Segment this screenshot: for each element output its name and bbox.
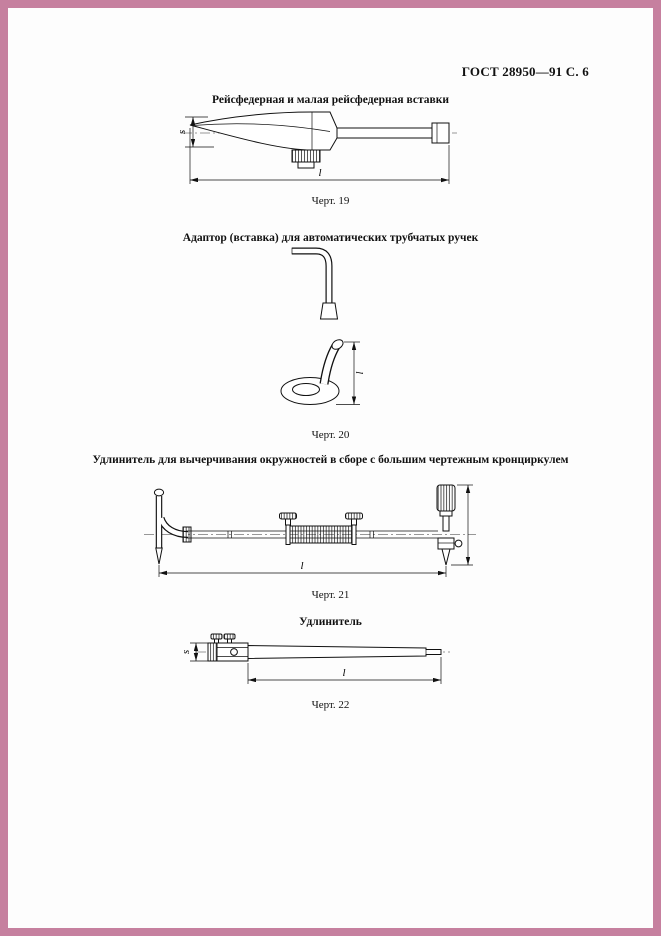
clamp-block bbox=[207, 633, 249, 662]
dim-label-l: l bbox=[354, 371, 366, 374]
adaptor-base-view bbox=[280, 339, 344, 405]
ruling-pen-insert-body bbox=[189, 111, 450, 169]
dim-label-l: l bbox=[300, 560, 303, 572]
figure-21-drawing: l bbox=[144, 484, 476, 577]
figure-19-title: Рейсфедерная и малая рейсфедерная вставк… bbox=[212, 94, 449, 106]
figure-21-title: Удлинитель для вычерчивания окружностей … bbox=[92, 454, 569, 466]
figure-19-drawing: s l bbox=[176, 111, 457, 184]
figure-21-caption: Черт. 21 bbox=[311, 589, 350, 601]
figure-20-drawing: l bbox=[280, 247, 366, 405]
adaptor-side-view bbox=[291, 247, 339, 320]
extension-rod bbox=[247, 644, 442, 660]
dim-label-l: l bbox=[318, 167, 321, 179]
document-page: ГОСТ 28950—91 С. 6 Рейсфедерная и малая … bbox=[8, 8, 653, 928]
dimension-l: l bbox=[158, 560, 447, 577]
needle-hook bbox=[153, 488, 192, 565]
page-header: ГОСТ 28950—91 С. 6 bbox=[461, 64, 589, 79]
dimension-l: l bbox=[336, 341, 366, 405]
dim-label-s: s bbox=[180, 650, 192, 654]
figure-20-caption: Черт. 20 bbox=[311, 429, 350, 441]
dim-label-l: l bbox=[342, 667, 345, 679]
figure-22-caption: Черт. 22 bbox=[311, 699, 350, 711]
dimension-l: l bbox=[189, 128, 450, 184]
figure-22-drawing: s l bbox=[180, 633, 450, 684]
dimension-l: l bbox=[247, 657, 442, 684]
dimension-height bbox=[451, 484, 473, 566]
dim-label-s: s bbox=[176, 130, 188, 134]
figure-19-caption: Черт. 19 bbox=[311, 195, 350, 207]
figure-22-title: Удлинитель bbox=[299, 616, 362, 628]
coupling-sleeve bbox=[279, 512, 363, 545]
dimension-s: s bbox=[180, 642, 208, 662]
compass-head bbox=[436, 484, 463, 566]
figure-20-title: Адаптор (вставка) для автоматических тру… bbox=[182, 232, 479, 244]
